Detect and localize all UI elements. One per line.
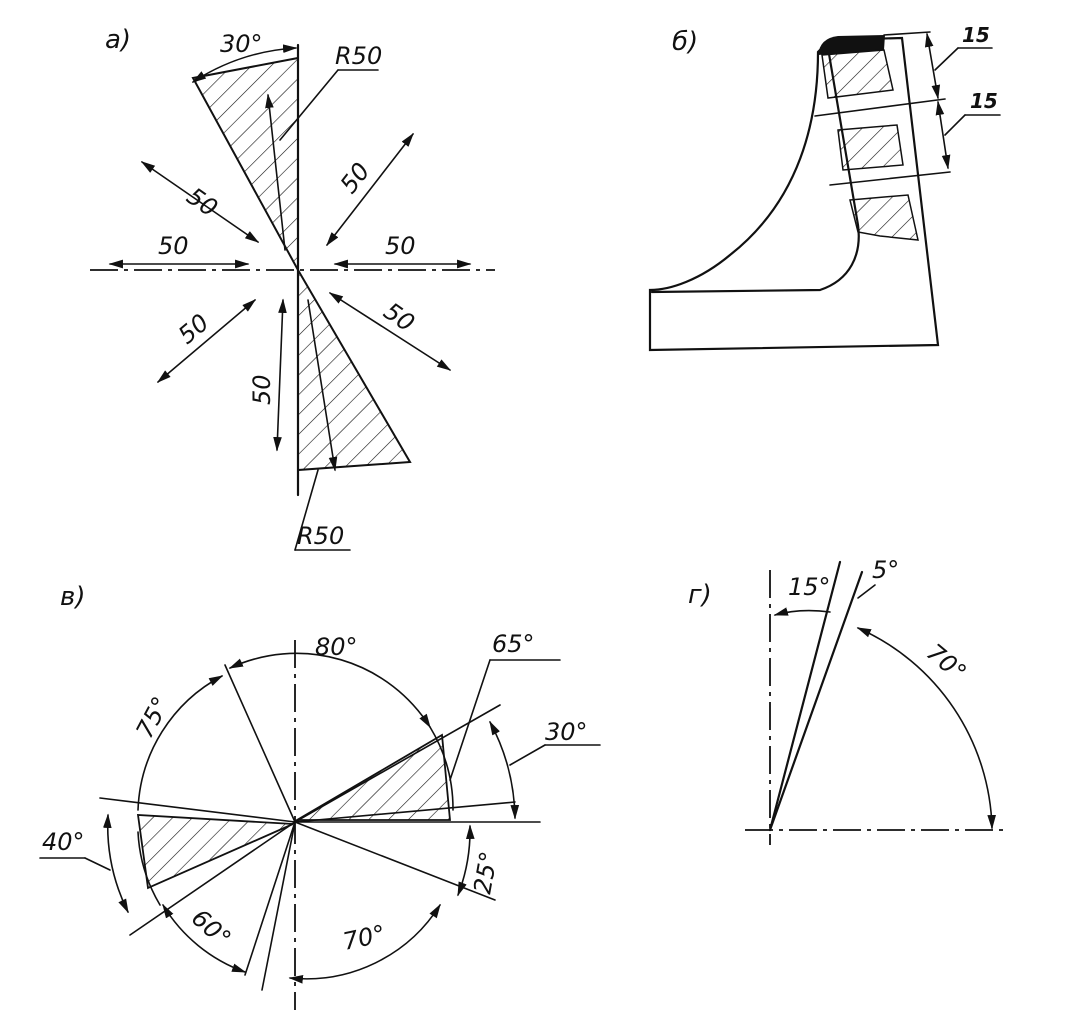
- panel-v-arc-60: [162, 903, 247, 973]
- panel-v-label: в): [60, 582, 85, 612]
- panel-v-40-leader: [84, 857, 111, 871]
- panel-a-dim-upper-right-label: 50: [335, 157, 376, 198]
- panel-a-dim-lower-right: [328, 292, 452, 371]
- panel-g: г) 15° 5° 70°: [688, 556, 1008, 845]
- panel-v-arc-70: [288, 903, 441, 984]
- panel-g-angle-70: 70°: [921, 638, 972, 687]
- panel-v-65-leader: [449, 659, 491, 781]
- panel-b-dim-2-leader: [944, 114, 966, 136]
- panel-b-part-outline: [648, 36, 940, 352]
- panel-v-hatched-sector-left: [136, 814, 294, 890]
- panel-v-ray-left-lower: [129, 821, 296, 936]
- panel-b-label: б): [672, 27, 698, 57]
- panel-b-dim-2-label: 15: [970, 89, 998, 113]
- panel-a-dim-upper-right: [326, 132, 414, 247]
- panel-b-dim-2: [935, 100, 951, 170]
- panel-v-30-leader: [509, 744, 546, 766]
- panel-a-radius-bottom-label: R50: [297, 522, 344, 550]
- panel-b-hatch-block-2: [837, 124, 904, 171]
- panel-a-dim-lower-right-label: 50: [379, 297, 420, 337]
- panel-v-arc-40: [102, 813, 129, 914]
- panel-a-dim-upper-left-label: 50: [182, 182, 223, 222]
- panel-v-angle-70: 70°: [340, 920, 387, 956]
- panel-b-hatch-block-1: [821, 49, 894, 99]
- panel-a-dim-lower-left-label: 50: [173, 309, 214, 350]
- panel-a-dim-right-label: 50: [385, 232, 416, 260]
- panel-v-angle-60: 60°: [186, 904, 236, 953]
- panel-v-ray-60: [244, 821, 296, 976]
- panel-v-arc-25: [457, 824, 475, 897]
- panel-v-ray-lower-right: [294, 821, 496, 901]
- panel-v-arc-30: [489, 720, 520, 820]
- panel-v-arc-75: [137, 675, 224, 811]
- panel-b-cut-line-2: [829, 171, 951, 186]
- panel-g-5-leader: [857, 584, 876, 599]
- panel-v-hatched-sector-right: [293, 733, 451, 821]
- panel-v-angle-30: 30°: [545, 718, 588, 746]
- panel-b-cut-line-1: [814, 98, 946, 117]
- panel-b-dim-1: [924, 32, 941, 100]
- panel-a-radius-top-label: R50: [335, 42, 382, 70]
- panel-b-ext-top: [883, 31, 931, 36]
- panel-v-arc-right: [429, 726, 454, 811]
- panel-b-black-top: [818, 35, 885, 55]
- panel-b-dim-1-label: 15: [962, 23, 990, 47]
- panel-a-label: а): [105, 25, 131, 55]
- panel-a: а) 30° R50 R50 50 50 50 50 50: [90, 25, 495, 551]
- panel-g-ray-5: [768, 570, 864, 832]
- panel-v-ray-near-vertical: [261, 821, 296, 991]
- panel-a-dim-left-label: 50: [158, 232, 189, 260]
- panel-g-angle-15: 15°: [788, 573, 831, 601]
- panel-a-upper-hatched-sector: [191, 56, 299, 271]
- panel-a-dim-upper-left: [140, 161, 260, 243]
- panel-v: в): [39, 582, 601, 1010]
- panel-a-angle-arc: [191, 44, 298, 83]
- panel-v-angle-65: 65°: [492, 630, 535, 658]
- panel-b-dim-1-leader: [934, 47, 959, 71]
- panel-v-angle-40: 40°: [42, 828, 85, 856]
- panel-a-radius-bottom-arrow: [307, 299, 338, 472]
- panel-v-angle-80: 80°: [315, 633, 358, 661]
- panel-g-label: г): [688, 580, 712, 610]
- panel-a-dim-lower-vertical: [273, 298, 287, 452]
- panel-g-arc-70: [856, 627, 996, 830]
- panel-a-radius-top-arrow: [265, 93, 286, 251]
- panel-g-ray-15: [768, 560, 842, 832]
- panel-v-arc-left-low: [137, 831, 161, 906]
- panel-a-dim-lower-vertical-label: 50: [248, 374, 276, 405]
- panel-b: б) 15 15: [648, 23, 1001, 352]
- panel-a-radius-bottom-leader: [294, 469, 319, 551]
- panel-b-hatch-block-3: [849, 194, 919, 241]
- panel-v-angle-75: 75°: [131, 692, 176, 743]
- panel-v-ray-left-upper: [99, 797, 296, 823]
- panel-g-arc-15: [773, 607, 831, 616]
- panel-v-ray-80-left: [224, 664, 296, 823]
- panel-v-angle-25: 25°: [468, 849, 503, 896]
- panel-v-arc-80: [228, 652, 431, 729]
- panel-g-angle-5: 5°: [872, 556, 899, 584]
- panel-a-angle-label: 30°: [220, 30, 263, 58]
- panel-a-dim-lower-left: [156, 299, 257, 383]
- panel-a-radius-top-leader: [279, 69, 339, 141]
